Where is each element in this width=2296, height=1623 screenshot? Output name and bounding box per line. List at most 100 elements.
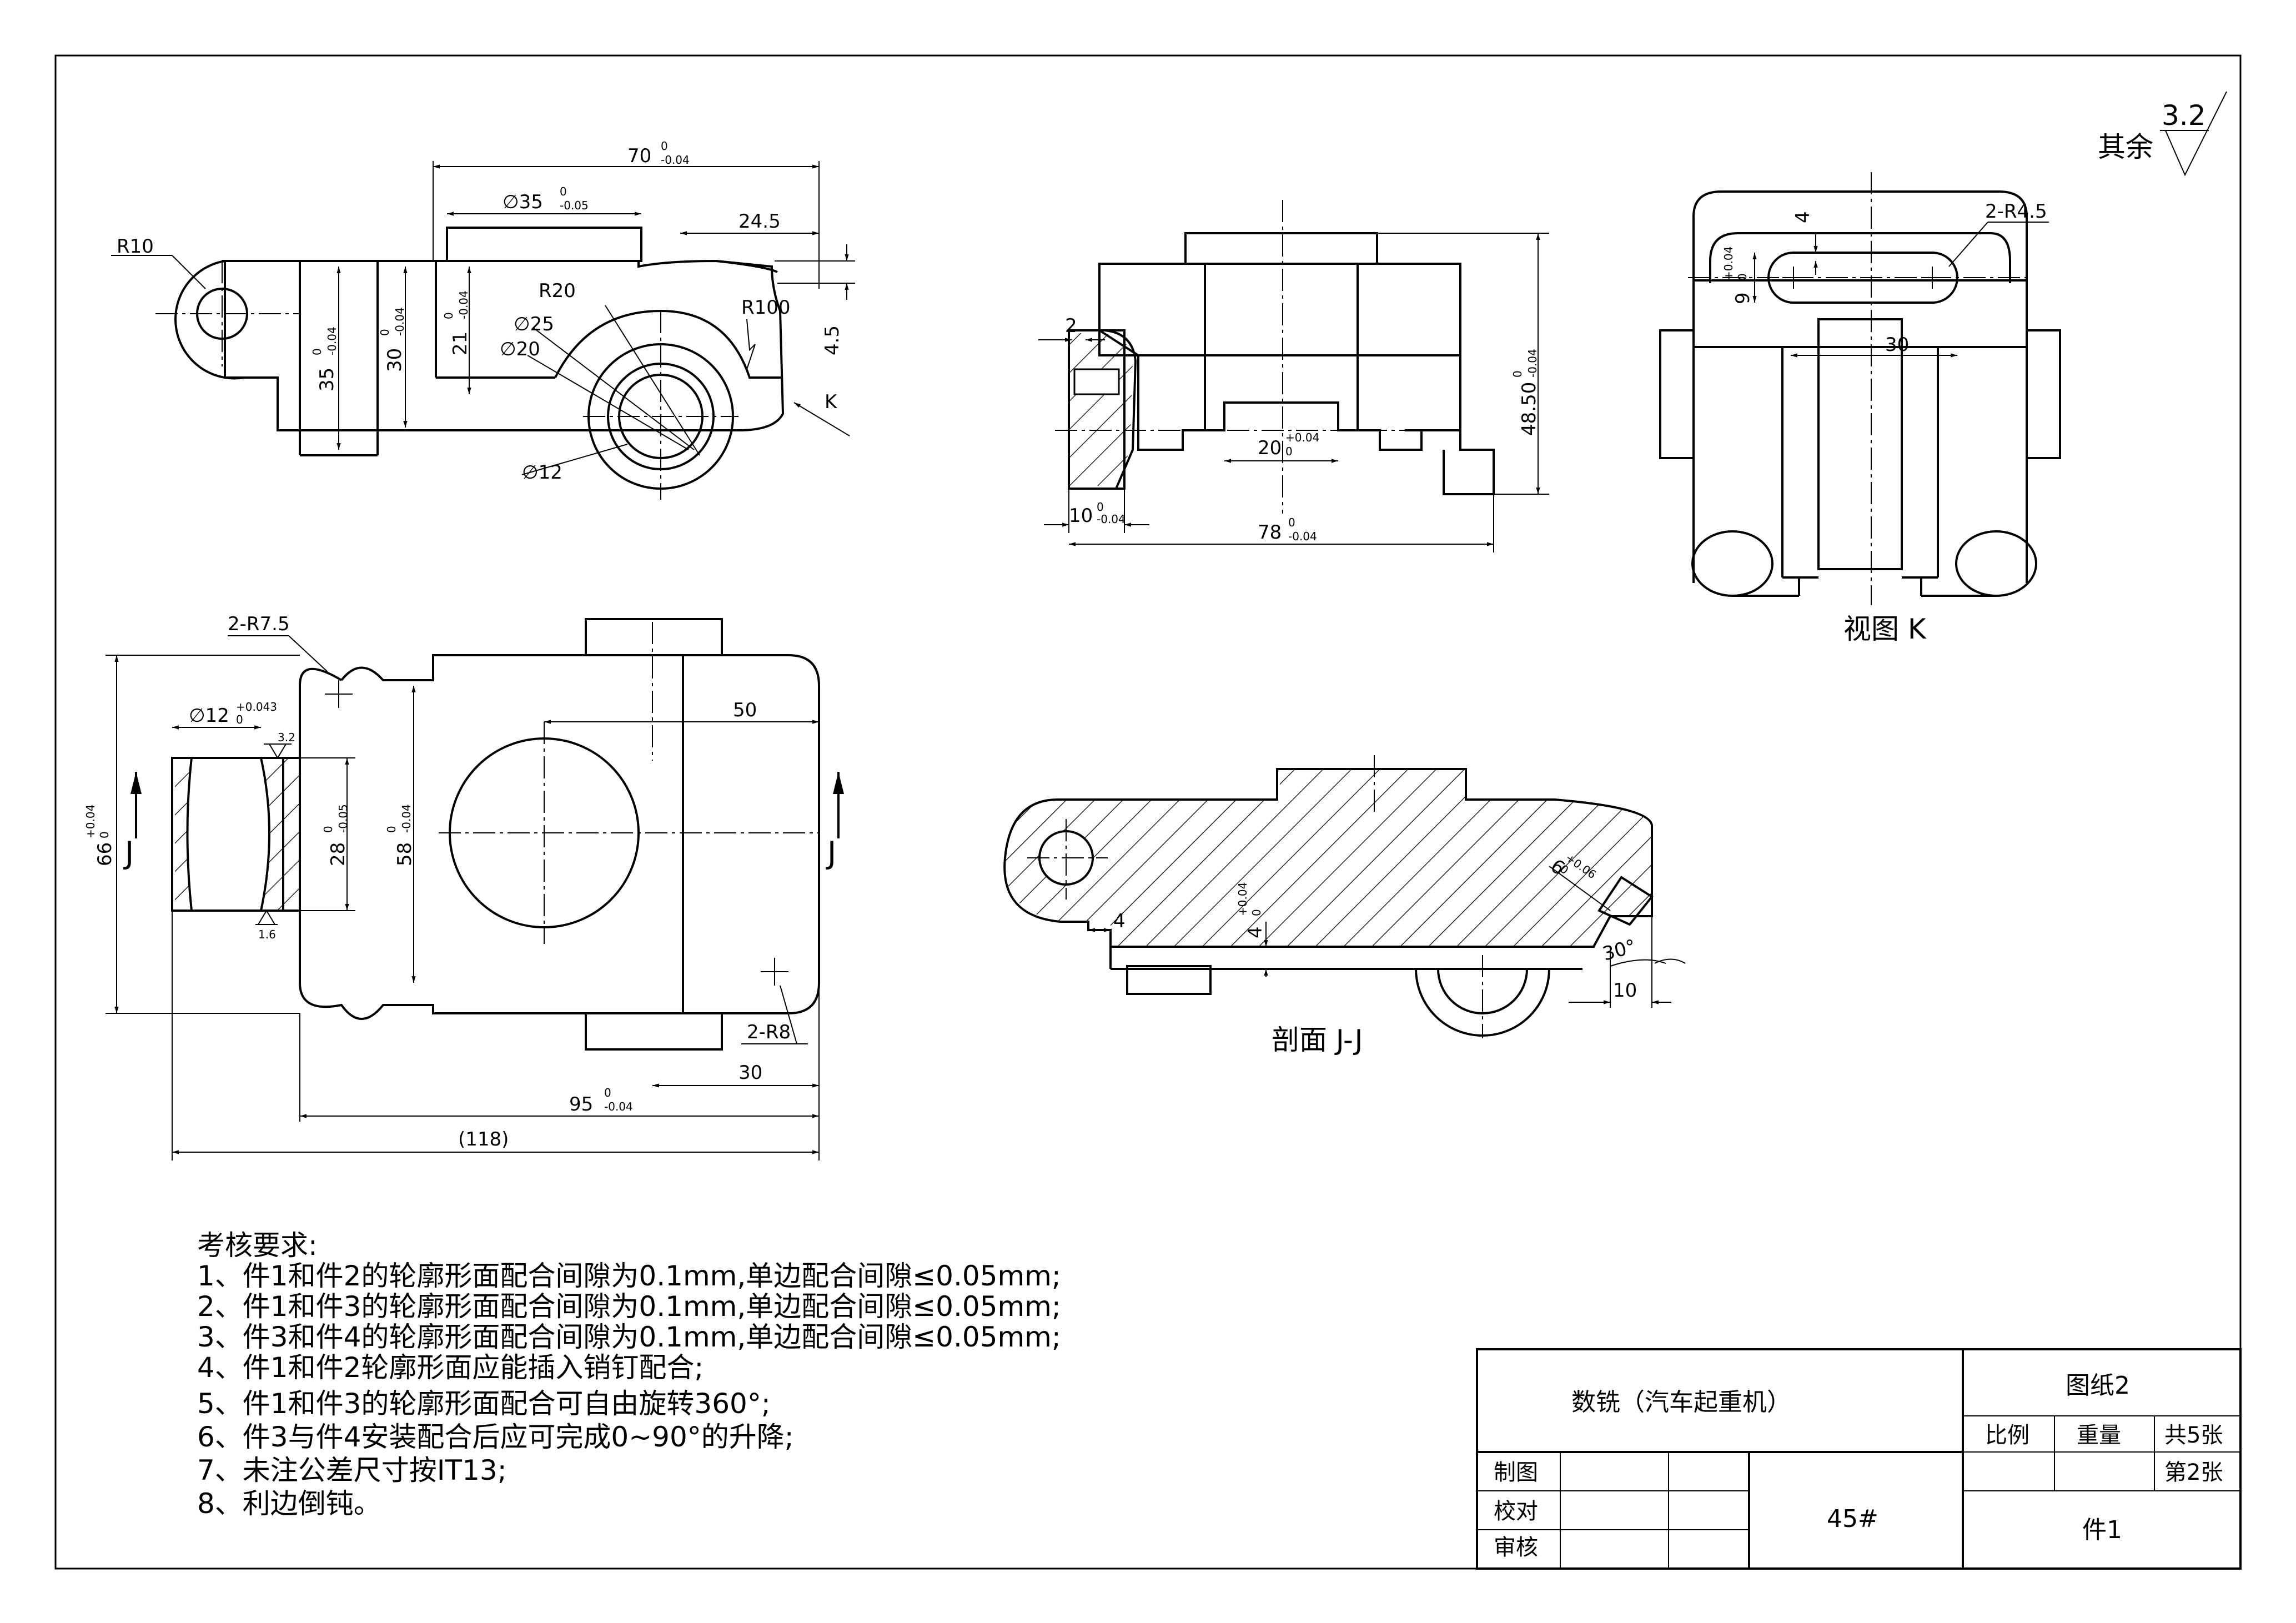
dim-viewk-4: 4 (1792, 211, 1814, 223)
dim-35-tol-up: 0 (310, 348, 324, 355)
dim-front-10-tol-low: -0.04 (1097, 512, 1126, 526)
note-item: 3、件3和件4的轮廓形面配合间隙为0.1mm,单边配合间隙≤0.05mm; (197, 1321, 1061, 1353)
rough-top: 3.2 (278, 731, 295, 744)
roughness-symbol: 其余 3.2 (2098, 91, 2227, 177)
dim-phi12: ∅12 (522, 461, 562, 484)
dim-plan-28: 28 (327, 842, 349, 866)
title-block-weight-label: 重量 (2077, 1423, 2121, 1448)
dim-section-4b-tol-up: +0.04 (1236, 882, 1249, 916)
dim-viewk-9: 9 (1732, 292, 1754, 304)
dim-21-tol-low: -0.04 (457, 290, 470, 319)
dim-plan-95-tol-up: 0 (604, 1086, 611, 1099)
dim-plan-58: 58 (394, 842, 416, 866)
dim-plan-95: 95 (569, 1093, 593, 1116)
dim-30: 30 (384, 348, 406, 372)
dim-front-78-tol-low: -0.04 (1288, 530, 1317, 543)
dim-viewk-30: 30 (1885, 334, 1909, 356)
title-block-part: 件1 (2082, 1516, 2122, 1544)
title-block-drawing-no: 图纸2 (2066, 1371, 2130, 1400)
title-block: 数铣（汽车起重机） 图纸2 比例 重量 共5张 第2张 制图 校对 审核 45#… (1476, 1348, 2242, 1570)
dim-plan-r8: 2-R8 (747, 1021, 791, 1043)
section-marker-j-right: J (826, 835, 836, 871)
title-block-scale-label: 比例 (1985, 1423, 2029, 1448)
dim-plan-95-tol-low: -0.04 (604, 1100, 633, 1113)
dim-plan-66: 66 (94, 842, 116, 866)
dim-phi25: ∅25 (514, 313, 554, 335)
dim-phi35-tol-low: -0.05 (560, 199, 589, 212)
dim-plan-30: 30 (738, 1062, 762, 1084)
title-block-drawn-label: 制图 (1494, 1460, 1538, 1485)
dim-section-4a: 4 (1113, 910, 1126, 932)
note-item: 1、件1和件2的轮廓形面配合间隙为0.1mm,单边配合间隙≤0.05mm; (197, 1260, 1061, 1292)
title-block-approved-label: 审核 (1494, 1535, 1538, 1560)
dim-front-48-50-tol-low: -0.04 (1526, 349, 1539, 378)
dim-front-2: 2 (1065, 315, 1077, 337)
dim-front-20: 20 (1258, 437, 1282, 459)
dim-35-tol-low: -0.04 (325, 326, 339, 355)
dim-plan-66-tol-up: +0.04 (84, 805, 97, 838)
dim-front-10-tol-up: 0 (1097, 500, 1104, 514)
title-block-sheet-no: 第2张 (2164, 1460, 2223, 1485)
dim-viewk-9-tol-up: +0.04 (1722, 247, 1735, 280)
dim-70-tol-up: 0 (661, 139, 668, 153)
title-block-checked-label: 校对 (1494, 1499, 1538, 1524)
front-view: 2 10 0 -0.04 20 +0.04 0 78 0 -0.04 48.50… (1038, 200, 1549, 552)
dim-front-48-50: 48.50 (1518, 382, 1540, 436)
dim-21: 21 (449, 331, 471, 355)
dim-plan-r7-5: 2-R7.5 (228, 613, 290, 635)
dim-r20: R20 (539, 280, 576, 302)
dim-plan-28-tol-low: -0.05 (336, 804, 350, 833)
notes-title: 考核要求: (197, 1229, 318, 1262)
dim-front-78: 78 (1258, 521, 1282, 544)
dim-plan-118: (118) (458, 1128, 509, 1150)
roughness-label: 其余 (2098, 131, 2153, 163)
dim-phi35: ∅35 (503, 191, 543, 213)
dim-21-tol-up: 0 (442, 312, 455, 319)
dim-4-5: 4.5 (821, 325, 843, 355)
dim-plan-phi12: ∅12 (189, 705, 229, 727)
dim-plan-phi12-tol-up: +0.043 (236, 700, 277, 713)
dim-front-20-tol-low: 0 (1285, 445, 1293, 458)
note-item: 6、件3与件4安装配合后应可完成0~90°的升降; (197, 1421, 794, 1453)
technical-notes: 考核要求: 1、件1和件2的轮廓形面配合间隙为0.1mm,单边配合间隙≤0.05… (197, 1229, 1061, 1520)
dim-r100: R100 (741, 297, 791, 319)
dim-front-10: 10 (1069, 505, 1093, 527)
roughness-value: 3.2 (2162, 99, 2206, 132)
plan-view: J J 2-R7.5 ∅12 +0.043 0 3.2 1.6 50 66 +0… (84, 613, 844, 1160)
drawing-border (54, 54, 2242, 1570)
dim-plan-50: 50 (733, 699, 757, 721)
dim-24-5: 24.5 (738, 210, 781, 233)
dim-section-4b: 4 (1244, 926, 1267, 938)
dim-30-tol-low: -0.04 (393, 307, 406, 336)
dim-front-48-50-tol-up: 0 (1511, 370, 1524, 378)
dim-plan-28-tol-up: 0 (321, 826, 335, 833)
note-item: 2、件1和件3的轮廓形面配合间隙为0.1mm,单边配合间隙≤0.05mm; (197, 1290, 1061, 1323)
dim-section-4b-tol-low: 0 (1250, 909, 1263, 916)
note-item: 8、利边倒钝。 (197, 1488, 381, 1520)
dim-front-20-tol-up: +0.04 (1285, 431, 1319, 444)
dim-30-tol-up: 0 (378, 329, 391, 336)
section-title: 剖面 J-J (1272, 1024, 1363, 1056)
section-marker-j-left: J (123, 835, 134, 871)
dim-plan-58-tol-up: 0 (385, 826, 398, 833)
dim-70-tol-low: -0.04 (661, 153, 690, 167)
title-block-total-sheets: 共5张 (2164, 1423, 2223, 1448)
view-k-title: 视图 K (1843, 613, 1927, 645)
note-item: 4、件1和件2轮廓形面应能插入销钉配合; (197, 1351, 704, 1384)
note-item: 7、未注公差尺寸按IT13; (197, 1454, 507, 1486)
dim-plan-phi12-tol-low: 0 (236, 713, 243, 726)
dim-r10: R10 (117, 235, 154, 258)
dim-viewk-9-tol-low: 0 (1736, 273, 1749, 280)
dim-plan-66-tol-low: 0 (98, 831, 111, 838)
dim-35: 35 (316, 368, 338, 391)
dim-front-78-tol-up: 0 (1288, 516, 1295, 529)
note-item: 5、件1和件3的轮廓形面配合可自由旋转360°; (197, 1388, 771, 1420)
section-jj: 4 4 +0.04 0 6 +0.06 0 30° 10 剖面 J-J (1003, 755, 1686, 1056)
dim-section-10: 10 (1613, 979, 1637, 1002)
view-k: 2-R4.5 4 9 +0.04 0 30 视图 K (1659, 172, 2061, 645)
dim-phi35-tol-up: 0 (560, 185, 567, 198)
dim-plan-58-tol-low: -0.04 (400, 804, 413, 833)
dim-phi20: ∅20 (500, 338, 540, 360)
dim-viewk-r4-5: 2-R4.5 (1985, 200, 2047, 223)
